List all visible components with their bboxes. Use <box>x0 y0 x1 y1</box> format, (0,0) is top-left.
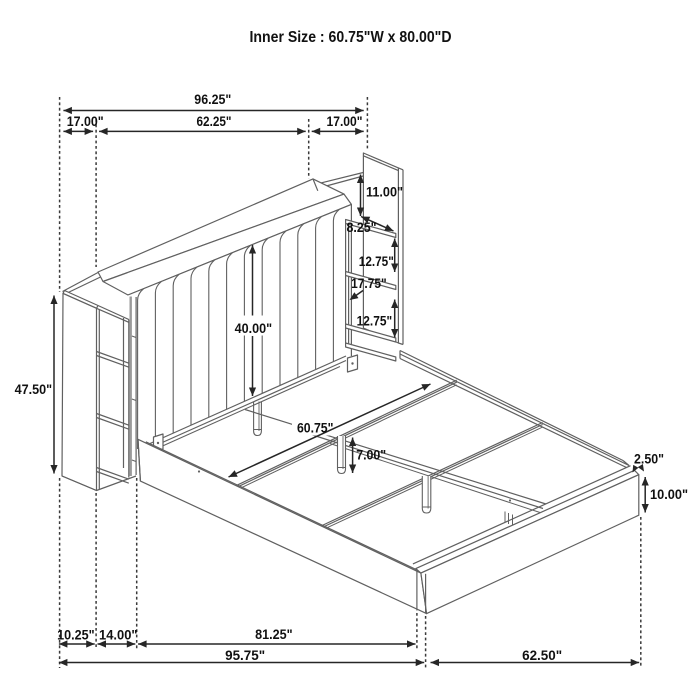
svg-text:12.75": 12.75" <box>357 314 393 330</box>
svg-text:81.25": 81.25" <box>255 627 293 643</box>
svg-text:12.75": 12.75" <box>359 254 394 270</box>
svg-text:60.75": 60.75" <box>297 421 334 437</box>
svg-text:10.00": 10.00" <box>650 487 688 503</box>
svg-text:10.25": 10.25" <box>57 628 95 644</box>
svg-text:11.00": 11.00" <box>366 185 403 201</box>
svg-text:40.00": 40.00" <box>235 321 273 337</box>
svg-text:2.50": 2.50" <box>634 452 664 468</box>
svg-text:17.00": 17.00" <box>67 114 104 130</box>
svg-text:14.00": 14.00" <box>99 628 138 644</box>
svg-text:17.75": 17.75" <box>351 276 387 292</box>
svg-text:96.25": 96.25" <box>194 92 231 108</box>
svg-text:62.50": 62.50" <box>522 648 562 664</box>
svg-text:7.00": 7.00" <box>356 448 386 464</box>
svg-text:Inner Size : 60.75"W x 80.00"D: Inner Size : 60.75"W x 80.00"D <box>250 29 452 46</box>
svg-text:47.50": 47.50" <box>15 382 53 398</box>
svg-text:95.75": 95.75" <box>225 648 265 664</box>
svg-text:17.00": 17.00" <box>327 114 363 130</box>
svg-text:62.25": 62.25" <box>197 114 232 130</box>
svg-text:8.25": 8.25" <box>347 220 377 236</box>
